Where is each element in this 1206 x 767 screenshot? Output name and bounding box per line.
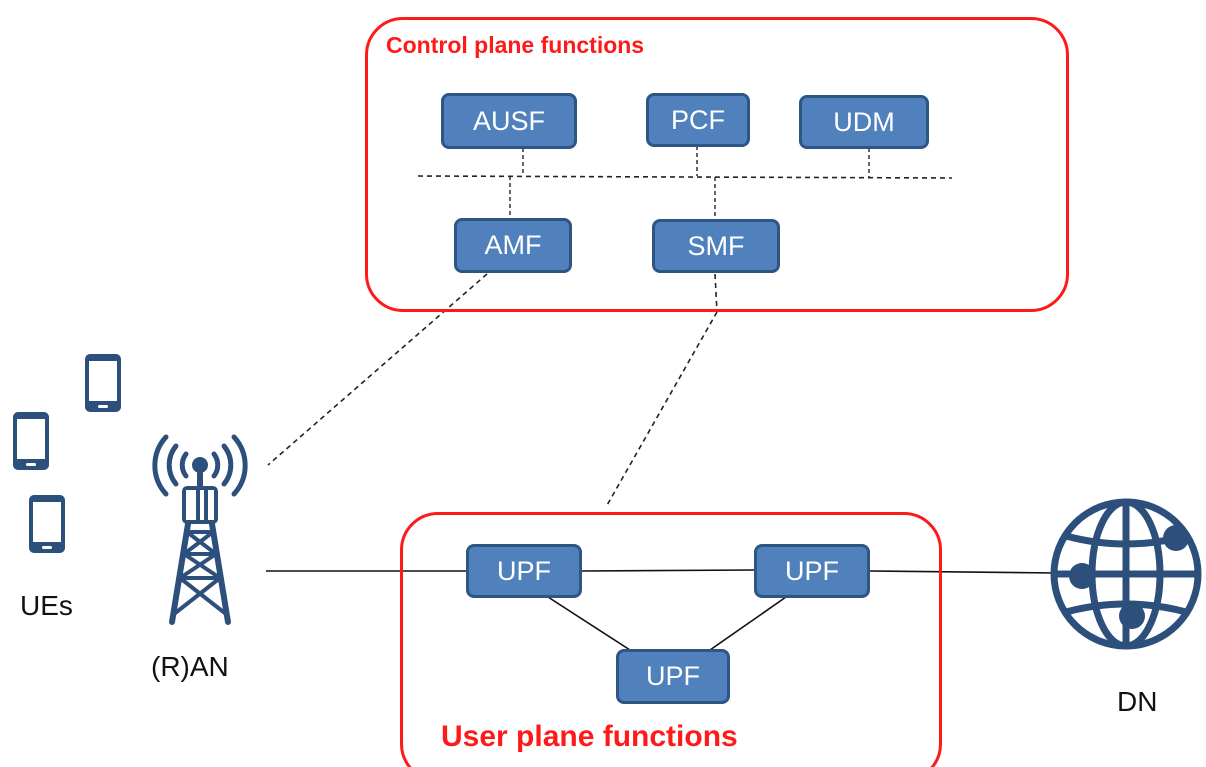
ausf-function: AUSF	[441, 93, 577, 149]
amf-function: AMF	[454, 218, 572, 273]
upf-right-bottom-link	[709, 596, 787, 651]
smf-function: SMF	[652, 219, 780, 273]
upf-upf-link	[581, 569, 756, 572]
upf-function-left: UPF	[466, 544, 582, 598]
service-bus-line	[417, 175, 953, 179]
smartphone-icon	[13, 412, 49, 470]
ran-label: (R)AN	[151, 651, 229, 682]
upf-dn-link	[868, 570, 1059, 574]
upf-left-bottom-link	[547, 596, 631, 651]
user-plane-title: User plane functions	[441, 720, 738, 753]
user-plane-group	[400, 512, 942, 767]
pcf-function: PCF	[646, 93, 750, 147]
smf-upf-link-diagonal	[605, 311, 718, 508]
ues-label: UEs	[20, 590, 73, 621]
dn-label: DN	[1117, 686, 1158, 717]
control-plane-group	[365, 17, 1069, 312]
udm-function: UDM	[799, 95, 929, 149]
control-plane-title: Control plane functions	[386, 32, 645, 58]
upf-function-bottom: UPF	[616, 649, 730, 704]
smartphone-icon	[85, 354, 121, 412]
upf-function-right: UPF	[754, 544, 870, 598]
smf-upf-link	[714, 273, 718, 313]
amf-ran-link	[267, 273, 488, 466]
smartphone-icon	[29, 495, 65, 553]
cell-tower-icon	[152, 434, 248, 625]
globe-icon	[1050, 498, 1202, 650]
